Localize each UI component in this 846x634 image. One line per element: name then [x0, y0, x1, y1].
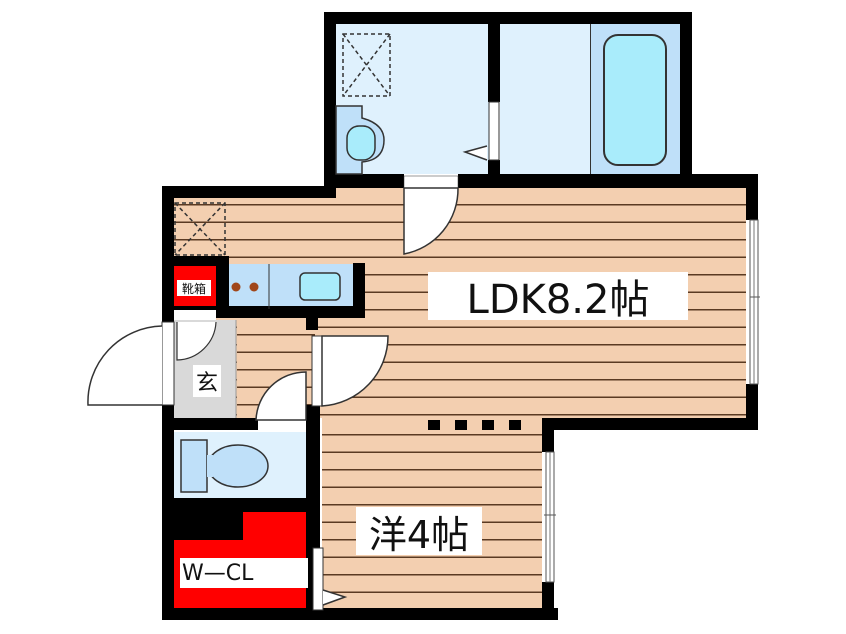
entrance-label: 玄	[193, 365, 221, 397]
shoe-box-label: 靴箱	[177, 280, 211, 296]
walk-in-closet-label: W—CL	[180, 558, 308, 588]
western-room-label: 洋4帖	[356, 507, 482, 557]
ldk-label: LDK8.2帖	[428, 272, 688, 323]
bath-area	[500, 22, 590, 174]
walk-in-closet-upper	[243, 512, 314, 542]
closet-black-block	[174, 510, 243, 540]
